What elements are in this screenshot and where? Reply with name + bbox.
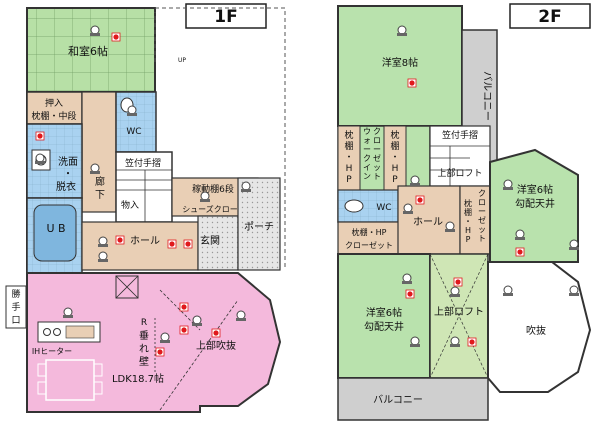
label-ldk: LDK18.7帖 xyxy=(112,372,164,385)
label-wc-1f: WC xyxy=(126,127,141,137)
label-youshitsu6b-2: 勾配天井 xyxy=(364,320,404,333)
label-handrail-2f: 笠付手摺 xyxy=(442,129,478,141)
floor2-title-box: 2F xyxy=(509,3,591,29)
dining-table xyxy=(45,359,95,401)
cv-6: ト xyxy=(478,234,486,243)
label-upper-loft-b: 上部ロフト xyxy=(434,305,484,318)
room-porch xyxy=(237,177,281,271)
label-rouka2: 下 xyxy=(95,190,105,201)
cv-1: ク xyxy=(478,189,486,198)
mk-l3: ・ xyxy=(344,153,353,163)
mk-r1: 枕 xyxy=(390,129,399,141)
label-hanging3: れ xyxy=(139,343,149,355)
mk-r2: 棚 xyxy=(390,140,399,152)
label-handrail-1f: 笠付手摺 xyxy=(125,157,161,169)
wkc-6: ト xyxy=(373,172,381,181)
floor1: 1F 和室6帖 押入 枕棚・中段 WC 洗面 ・ 脱衣 廊 下 U B xyxy=(5,3,286,413)
label-senmen1: 洗面 xyxy=(58,156,78,168)
label-ih: IHヒーター xyxy=(32,347,72,356)
wk-5: イ xyxy=(363,163,371,172)
label-rouka1: 廊 xyxy=(95,175,105,188)
wk-1: ウ xyxy=(363,127,371,136)
label-up2: UP xyxy=(178,57,186,64)
room-closet-h xyxy=(337,221,401,255)
wkc-4: ゼ xyxy=(373,153,381,163)
cv-5: ッ xyxy=(478,225,486,234)
floor1-title: 1F xyxy=(214,7,237,27)
cv-4: ゼ xyxy=(478,215,486,225)
label-youshitsu8: 洋室8帖 xyxy=(382,56,418,69)
mk-r3: ・ xyxy=(390,153,399,163)
label-upper-loft-a: 上部ロフト xyxy=(437,167,482,179)
mk-l4: H xyxy=(346,164,353,174)
floor2: 2F 洋室8帖 バルコニー 枕 棚 ・ H P ウ ォ ー ク イ ン ク ロ … xyxy=(337,3,592,421)
label-youshitsu6a-2: 勾配天井 xyxy=(515,197,555,210)
label-void-2f: 吹抜 xyxy=(526,324,546,337)
balcony-bottom xyxy=(337,377,489,421)
label-hall-1f: ホール xyxy=(130,235,160,247)
wkc-2: ロ xyxy=(373,136,381,145)
mk-m1: 枕 xyxy=(464,198,472,208)
label-balcony-right: バルコニー xyxy=(481,71,493,121)
room-youshitsu6b xyxy=(337,253,431,379)
label-monoire: 物入 xyxy=(121,199,139,211)
wkc-5: ッ xyxy=(373,163,381,172)
floor2-title: 2F xyxy=(538,7,561,27)
wk-3: ー xyxy=(363,145,371,154)
mk-m2: 棚 xyxy=(464,207,472,217)
stairs-2f xyxy=(429,125,491,187)
label-shoes: シューズクローク xyxy=(182,204,246,214)
label-wc-2f: WC xyxy=(376,203,391,213)
mk-r4: H xyxy=(392,164,399,174)
makura-mid-labels: 枕 棚 ・ H P xyxy=(464,198,472,244)
cv-3: ー xyxy=(478,207,486,216)
makura-left-labels: 枕 棚 ・ H P xyxy=(344,129,353,185)
label-upper-void: 上部吹抜 xyxy=(196,339,236,352)
cv-2: ロ xyxy=(478,198,486,207)
mk-l5: P xyxy=(346,175,352,185)
label-youshitsu6a-1: 洋室6帖 xyxy=(517,183,553,196)
wk-6: ン xyxy=(363,172,371,181)
label-katte2: 手 xyxy=(11,301,20,313)
label-movable-shelf: 稼動棚6段 xyxy=(192,183,234,195)
label-washitsu: 和室6帖 xyxy=(68,44,108,58)
wkc-1: ク xyxy=(373,127,381,136)
closet-v-labels: ク ロ ー ゼ ッ ト xyxy=(478,189,486,243)
room-void-2f xyxy=(487,261,592,393)
walkin-labels: ウ ォ ー ク イ ン ク ロ ー ゼ ッ ト xyxy=(363,127,381,181)
mk-m5: P xyxy=(466,235,471,244)
label-katte3: 口 xyxy=(11,316,20,326)
label-ub: U B xyxy=(46,222,65,235)
wk-2: ォ xyxy=(363,136,371,145)
label-balcony-bottom: バルコニー xyxy=(373,394,423,406)
mk-r5: P xyxy=(392,175,398,185)
label-closet-h: クローゼット xyxy=(345,240,393,250)
mk-m4: H xyxy=(465,226,471,235)
room-ldk xyxy=(26,272,282,413)
label-katte1: 勝 xyxy=(11,288,20,300)
makura-right-labels: 枕 棚 ・ H P xyxy=(390,129,399,185)
label-senmen2: ・ xyxy=(63,169,73,180)
mk-l1: 枕 xyxy=(344,129,353,141)
room-youshitsu6a xyxy=(489,148,579,263)
wk-4: ク xyxy=(363,154,371,163)
label-entrance: 玄関 xyxy=(200,234,220,247)
wkc-3: ー xyxy=(373,145,381,154)
label-youshitsu6b-1: 洋室6帖 xyxy=(366,306,402,319)
label-hanging4: 壁 xyxy=(139,355,149,368)
label-makura1: 枕棚・中段 xyxy=(31,110,76,122)
label-hall-2f: ホール xyxy=(413,216,443,228)
mk-m3: ・ xyxy=(464,217,472,226)
label-makura-hp: 枕棚・HP xyxy=(352,227,387,237)
label-porch: ポーチ xyxy=(244,221,274,233)
label-hanging1: R xyxy=(141,318,147,328)
label-oshiire: 押入 xyxy=(45,97,63,109)
label-senmen3: 脱衣 xyxy=(56,180,76,193)
label-hanging2: 垂 xyxy=(139,330,149,342)
mk-l2: 棚 xyxy=(344,140,353,152)
